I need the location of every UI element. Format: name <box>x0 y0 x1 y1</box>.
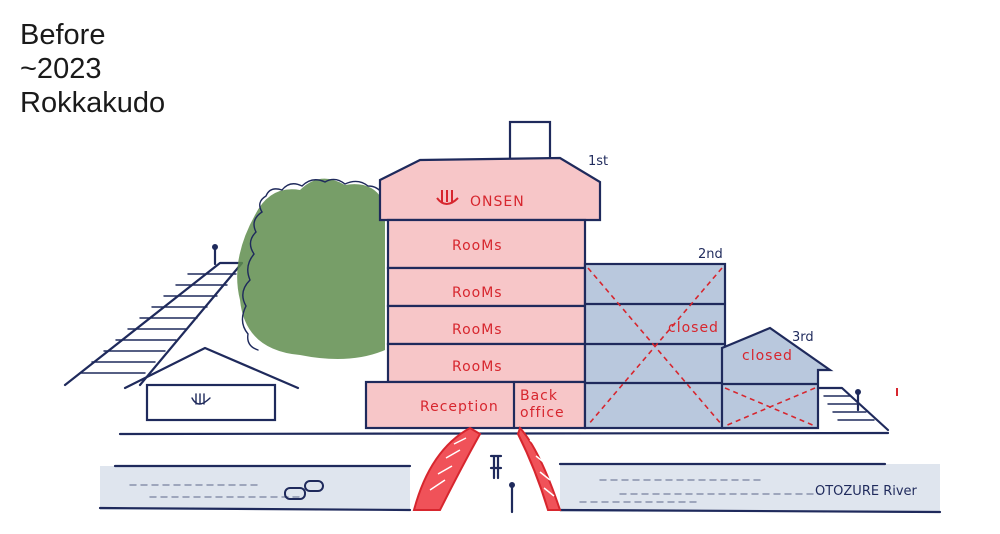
river-label: OTOZURE River <box>815 484 918 499</box>
reception-label: Reception <box>420 399 499 415</box>
main-building <box>364 120 602 430</box>
river <box>98 462 942 514</box>
title-before: Before <box>20 19 106 51</box>
right-stairs <box>816 386 890 432</box>
rooms-label-floor-4: RooMs <box>452 238 503 254</box>
ground-line <box>118 431 890 436</box>
tree <box>237 178 385 359</box>
wing-label-1st: 1st <box>588 154 608 169</box>
rooms-label-floor-2: RooMs <box>452 322 503 338</box>
wing-label-2nd: 2nd <box>698 247 723 262</box>
second-wing <box>583 262 727 430</box>
left-slope-stairs <box>63 261 244 387</box>
title-block: Before ~2023 Rokkakudo <box>20 18 165 120</box>
onsen-icon <box>436 190 459 205</box>
ground-floor <box>364 380 587 430</box>
bridge-marker <box>489 454 503 480</box>
person-on-bridge <box>509 482 515 514</box>
closed-label-3rd: closed <box>742 348 793 364</box>
rooms-label-floor-3: RooMs <box>452 285 503 301</box>
roof <box>378 156 602 222</box>
stepping-stones <box>284 480 324 500</box>
person-on-slope <box>212 244 218 266</box>
small-onsen-house <box>123 346 300 422</box>
onsen-label: ONSEN <box>470 194 525 210</box>
closed-label-2nd: closed <box>668 320 719 336</box>
back-office-label-line2: office <box>520 405 565 421</box>
person-right <box>855 389 861 412</box>
bridge <box>412 426 562 511</box>
back-office-label-line1: Back <box>520 388 558 404</box>
title-place: Rokkakudo <box>20 87 166 119</box>
chimney <box>508 120 552 161</box>
wing-label-3rd: 3rd <box>792 330 814 345</box>
third-wing <box>720 326 834 430</box>
rooms-label-floor-1: RooMs <box>452 359 503 375</box>
title-year: ~2023 <box>20 53 102 85</box>
onsen-icon-small <box>191 393 211 405</box>
